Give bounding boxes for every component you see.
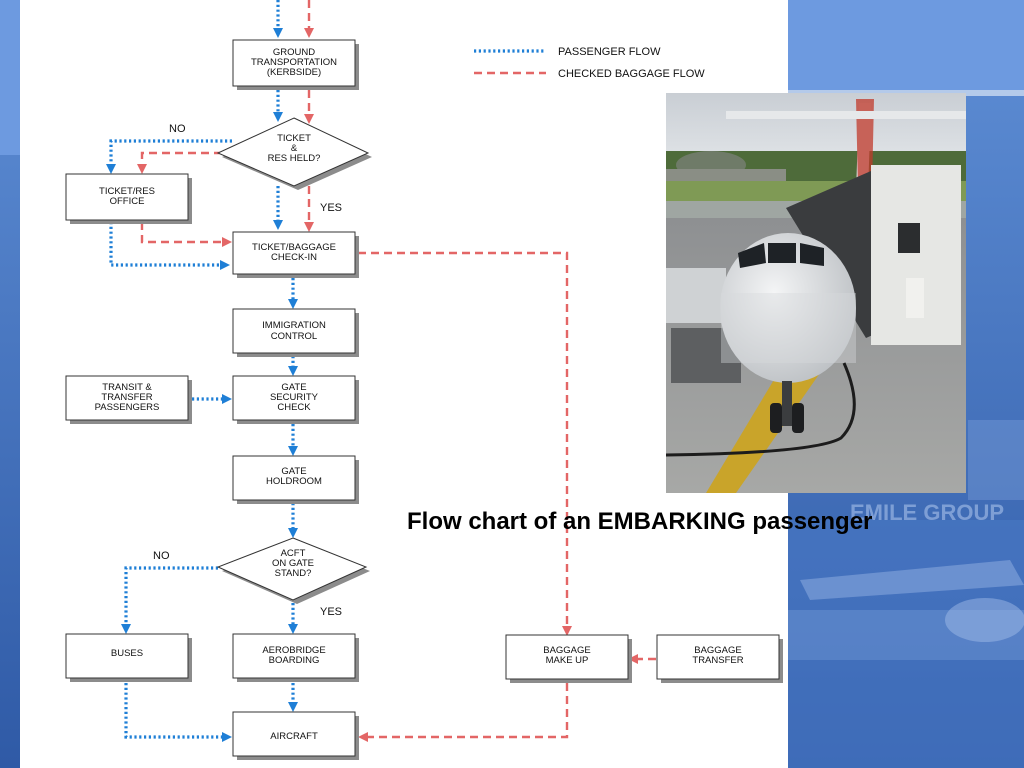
node-aerobridge-boarding: AEROBRIDGE BOARDING xyxy=(232,633,359,682)
baggage-flow-lines xyxy=(140,0,656,739)
node-label-line: GROUND xyxy=(273,47,315,58)
node-label-line: AEROBRIDGE xyxy=(262,645,325,656)
legend-baggage-label: CHECKED BAGGAGE FLOW xyxy=(558,68,705,80)
edge-label-no: NO xyxy=(169,123,186,135)
baggage-flow-arrowheads xyxy=(137,28,638,742)
node-label-line: TRANSFER xyxy=(692,655,743,666)
node-label-line: BAGGAGE xyxy=(543,645,591,656)
edge-label-yes: YES xyxy=(320,606,342,618)
passenger-flow-lines xyxy=(109,0,295,739)
node-label-line: TICKET/RES xyxy=(99,186,155,197)
node-label-line: ACFT xyxy=(281,548,306,559)
node-transit-transfer-passengers: TRANSIT & TRANSFER PASSENGERS xyxy=(65,375,192,424)
node-label-line: (KERBSIDE) xyxy=(267,67,321,78)
node-label-line: ON GATE xyxy=(272,558,314,569)
node-label-line: BOARDING xyxy=(269,655,320,666)
node-label-line: CHECK-IN xyxy=(271,252,317,263)
node-baggage-transfer: BAGGAGE TRANSFER xyxy=(656,634,783,683)
node-buses: BUSES xyxy=(65,633,192,682)
edge-label-no: NO xyxy=(153,550,170,562)
node-label-line: AIRCRAFT xyxy=(270,731,318,742)
node-label-line: GATE xyxy=(281,382,306,393)
passenger-flow-arrowheads xyxy=(106,28,298,742)
background-watermark: EMILE GROUP xyxy=(850,500,1004,525)
node-label-line: STAND? xyxy=(275,568,312,579)
node-label-line: BUSES xyxy=(111,648,143,659)
legend: PASSENGER FLOW CHECKED BAGGAGE FLOW xyxy=(474,46,705,80)
node-immigration-control: IMMIGRATION CONTROL xyxy=(232,308,359,357)
node-aircraft: AIRCRAFT xyxy=(232,711,359,760)
edge-label-yes: YES xyxy=(320,202,342,214)
node-label-line: CONTROL xyxy=(271,331,317,342)
node-label-line: CHECK xyxy=(277,402,311,413)
node-label-line: TRANSFER xyxy=(101,392,152,403)
node-label-line: TICKET/BAGGAGE xyxy=(252,242,336,253)
legend-passenger-label: PASSENGER FLOW xyxy=(558,46,661,58)
node-label-line: RES HELD? xyxy=(268,153,321,164)
node-label-line: IMMIGRATION xyxy=(262,320,326,331)
node-label-line: TRANSIT & xyxy=(102,382,152,393)
decision-ticket-res-held: TICKET & RES HELD? xyxy=(216,117,372,190)
node-label-line: GATE xyxy=(281,466,306,477)
node-label-line: OFFICE xyxy=(110,196,145,207)
node-gate-holdroom: GATE HOLDROOM xyxy=(232,455,359,504)
node-ticket-baggage-checkin: TICKET/BAGGAGE CHECK-IN xyxy=(232,231,359,278)
node-gate-security-check: GATE SECURITY CHECK xyxy=(232,375,359,424)
aircraft-photo xyxy=(666,93,966,493)
node-ticket-res-office: TICKET/RES OFFICE xyxy=(65,173,192,224)
node-ground-transportation: GROUND TRANSPORTATION (KERBSIDE) xyxy=(232,39,359,90)
decision-acft-on-gate-stand: ACFT ON GATE STAND? xyxy=(216,537,370,604)
node-label-line: SECURITY xyxy=(270,392,319,403)
node-label-line: MAKE UP xyxy=(546,655,589,666)
node-baggage-make-up: BAGGAGE MAKE UP xyxy=(505,634,632,683)
node-label-line: HOLDROOM xyxy=(266,476,322,487)
node-label-line: TICKET xyxy=(277,133,311,144)
slide-caption: Flow chart of an EMBARKING passenger xyxy=(407,508,873,535)
node-label-line: PASSENGERS xyxy=(95,402,160,413)
node-label-line: & xyxy=(291,143,298,154)
node-label-line: BAGGAGE xyxy=(694,645,742,656)
node-label-line: TRANSPORTATION xyxy=(251,57,337,68)
